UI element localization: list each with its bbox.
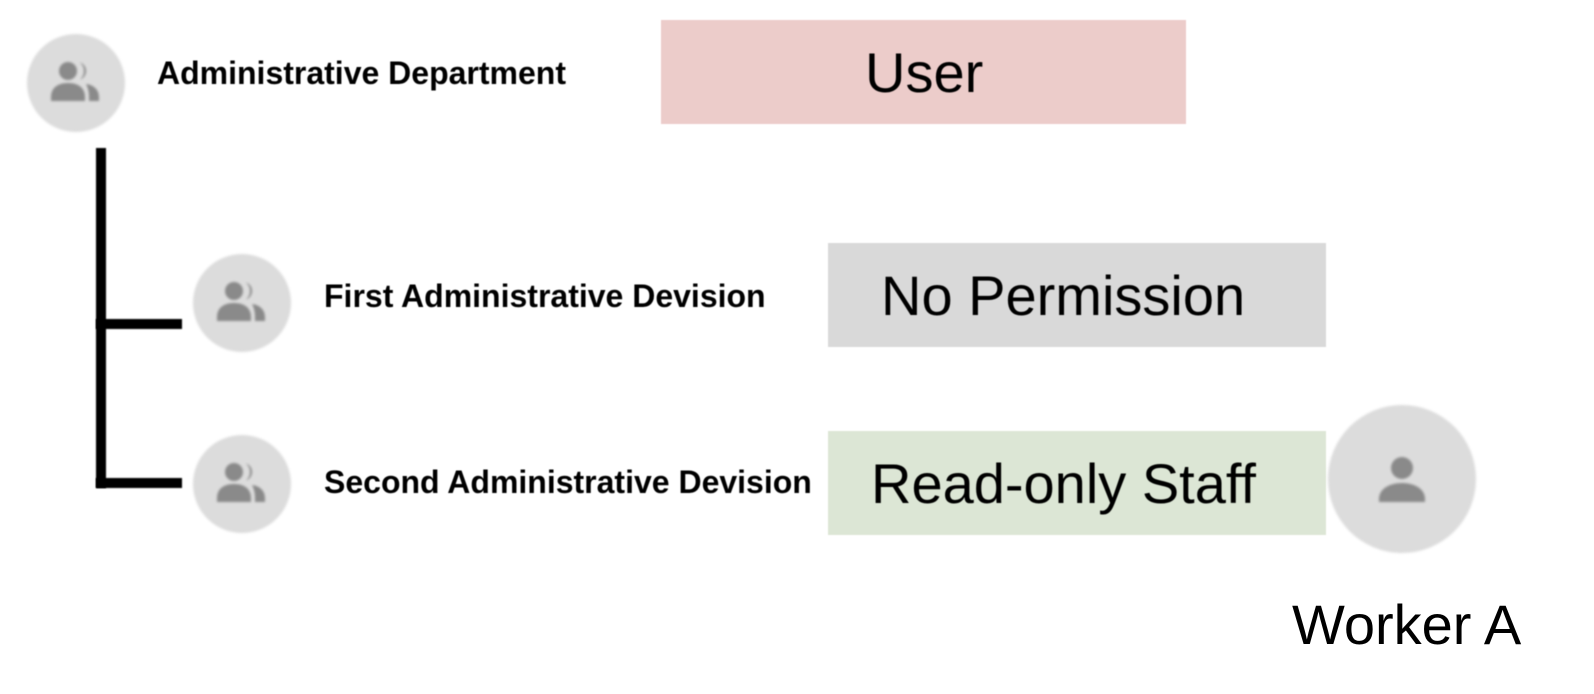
worker-name: Worker A xyxy=(1292,593,1522,656)
second-division-role-label: Read-only Staff xyxy=(871,451,1256,515)
group-icon xyxy=(193,254,291,352)
tree-connector-branch-first xyxy=(96,319,182,329)
group-icon xyxy=(27,34,125,132)
first-division-role-badge: No Permission xyxy=(828,243,1326,347)
department-role-badge: User xyxy=(661,20,1186,124)
group-icon xyxy=(193,435,291,533)
tree-connector-vertical xyxy=(96,148,106,488)
department-name: Administrative Department xyxy=(157,55,566,91)
person-icon xyxy=(1328,405,1476,553)
second-division-name: Second Administrative Devision xyxy=(324,464,812,500)
first-division-role-label: No Permission xyxy=(881,263,1246,327)
second-division-role-badge: Read-only Staff xyxy=(828,431,1326,535)
first-division-name: First Administrative Devision xyxy=(324,278,766,314)
tree-connector-branch-second xyxy=(96,478,182,488)
department-role-label: User xyxy=(865,40,984,104)
